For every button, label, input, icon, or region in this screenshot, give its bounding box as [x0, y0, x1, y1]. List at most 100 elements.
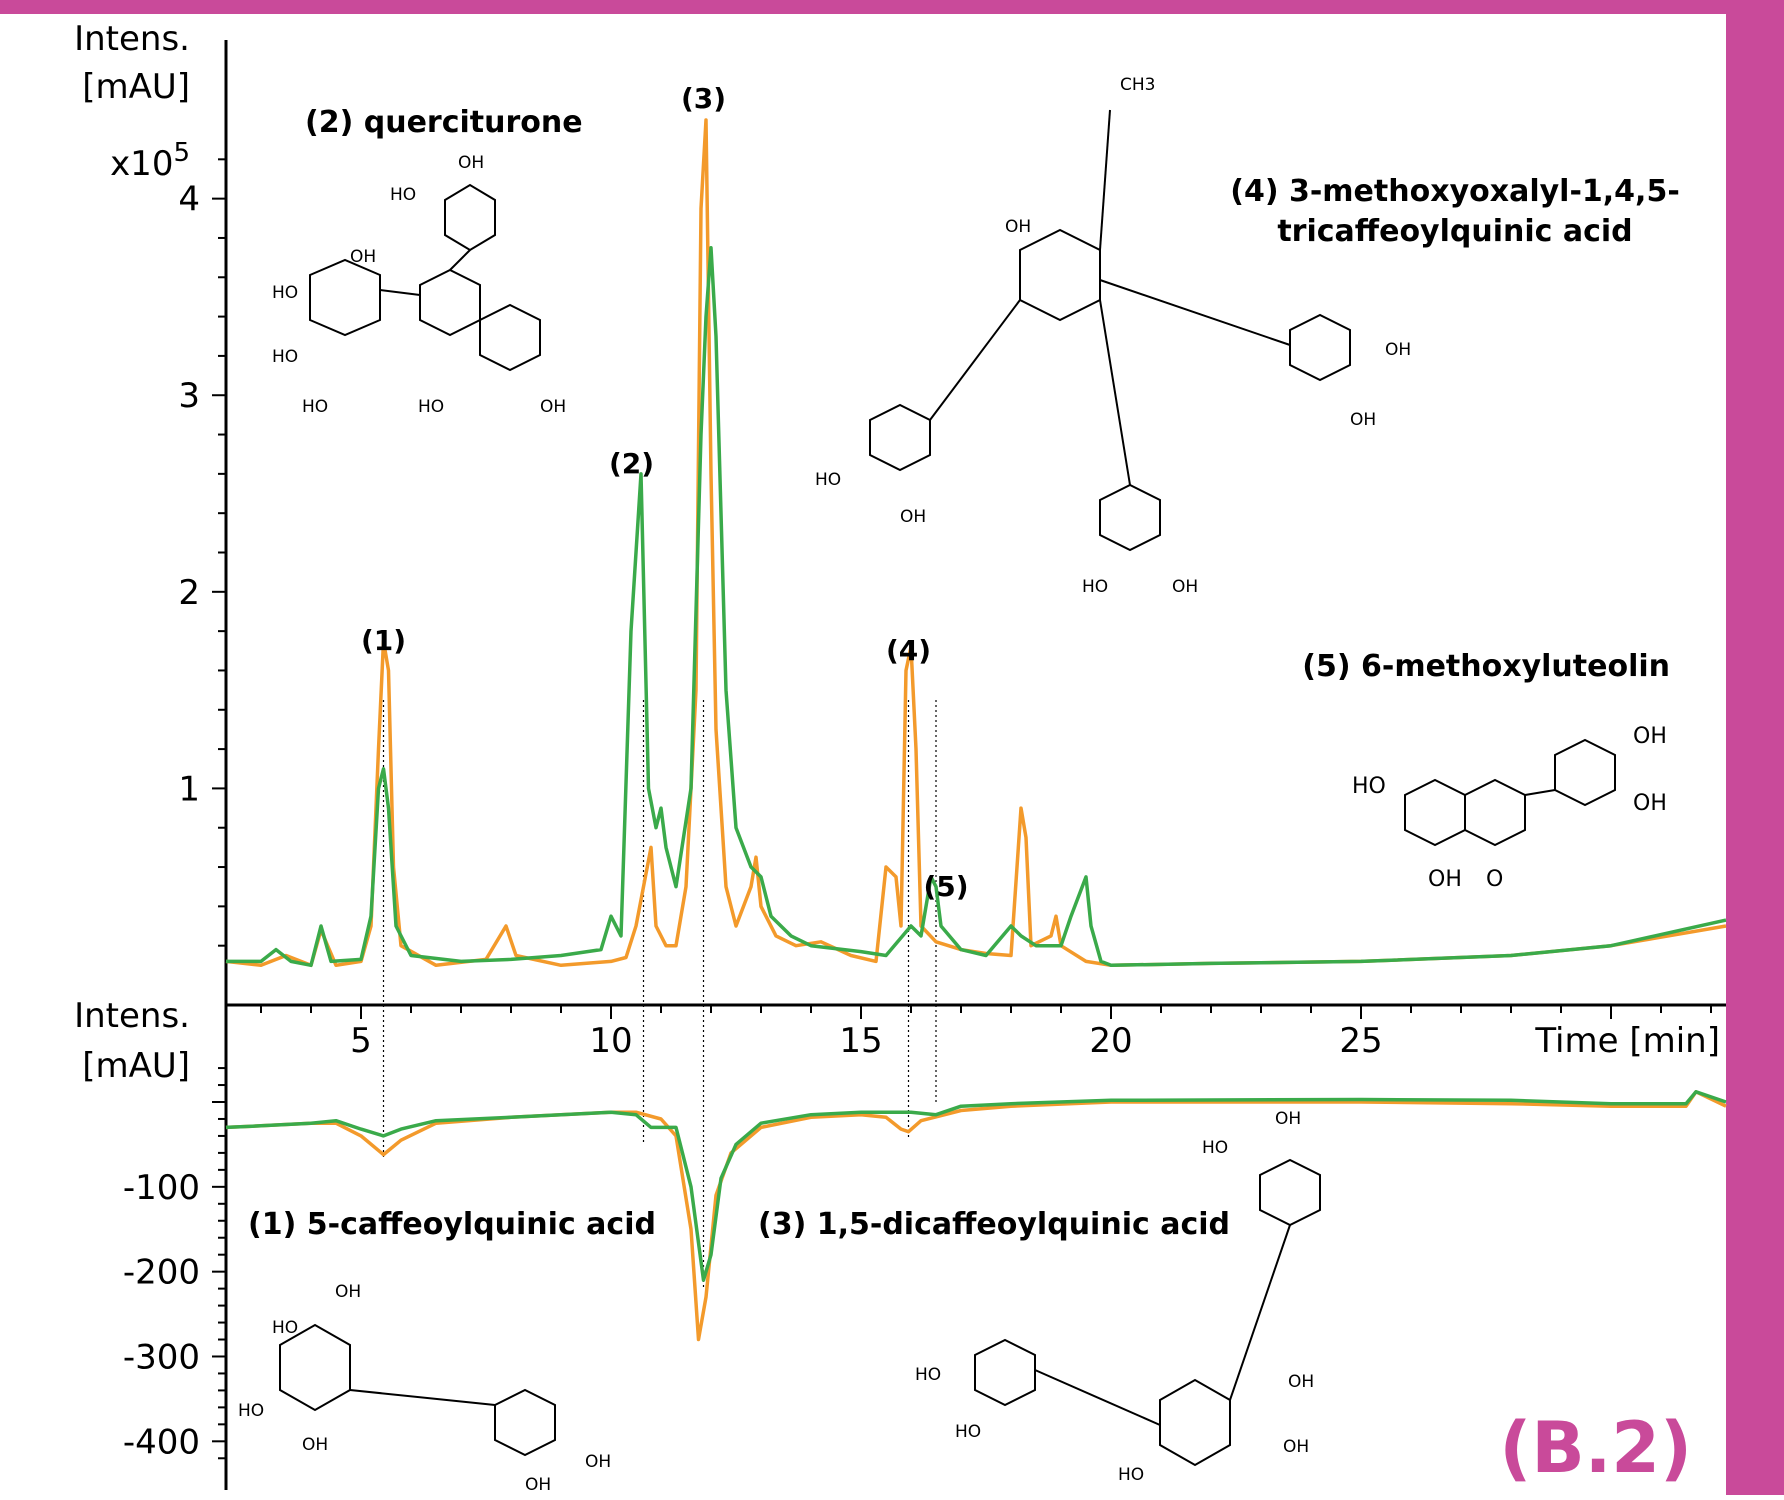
upper-ylabel-line1: Intens.: [74, 19, 190, 59]
structure-tricaffeoylquinic: [869, 109, 1351, 552]
querciturone-ring-b: [444, 183, 496, 252]
peak-label: (4): [886, 634, 931, 667]
upper-ylabel-line2: [mAU]: [82, 67, 190, 107]
structure-dicaffeoylquinic: [974, 1158, 1321, 1467]
upper-ylabel-scale: x105: [110, 138, 190, 184]
lower-green-trace: [225, 1090, 1727, 1282]
frame-top: [0, 0, 1784, 14]
upper-plot-series: [225, 118, 1727, 968]
upper-orange-trace: [225, 118, 1727, 968]
compound-2-name: (2) querciturone: [305, 105, 583, 140]
luteolin-o-bottom: O: [1486, 867, 1503, 892]
querciturone-ho-acid: HO: [302, 397, 328, 417]
querciturone-ho-a: HO: [418, 397, 444, 417]
caffeoylquinic-ho-left: HO: [238, 1401, 264, 1421]
peak-label: (2): [609, 447, 654, 480]
structure-caffeoylquinic: [279, 1323, 556, 1457]
compound-5-name: (5) 6-methoxyluteolin: [1302, 649, 1670, 684]
peak-label: (1): [361, 624, 406, 657]
tricaffeoyl-bond-left: [929, 299, 1021, 421]
querciturone-ho-left: HO: [390, 185, 416, 205]
tricaffeoyl-ring-right: [1289, 313, 1351, 382]
tricaffeoyl-oh-right2: OH: [1350, 410, 1376, 430]
dicaffeoylquinic-quinic-ring: [1159, 1378, 1231, 1467]
caffeoylquinic-oh-acid: OH: [335, 1282, 361, 1302]
peak-label: (5): [923, 870, 968, 903]
tricaffeoyl-oh-acid: OH: [1005, 217, 1031, 237]
querciturone-ring-a: [479, 303, 541, 372]
tricaffeoyl-oh-left: OH: [900, 507, 926, 527]
caffeoylquinic-oh-right: OH: [585, 1452, 611, 1472]
luteolin-oh-ring2: OH: [1633, 791, 1667, 816]
lower-y-tick-label: -200: [123, 1253, 200, 1293]
tricaffeoyl-oh-right1: OH: [1385, 340, 1411, 360]
dicaffeoylquinic-ho-acid: HO: [1118, 1465, 1144, 1485]
compound-3-name: (3) 1,5-dicaffeoylquinic acid: [758, 1207, 1230, 1242]
luteolin-bond: [1524, 789, 1556, 796]
querciturone-ring-c: [419, 268, 481, 337]
querciturone-oh-top: OH: [458, 153, 484, 173]
lower-plot-axes: -100 -200 -300 -400 5 10 15 20 25: [123, 1005, 1712, 1490]
dicaffeoylquinic-bond-left: [1034, 1369, 1161, 1426]
lower-plot-series: [225, 1090, 1727, 1342]
peak-guide-lines: [382, 700, 937, 1290]
lower-y-tick-label: -300: [123, 1337, 200, 1377]
x-tick-label: 25: [1339, 1021, 1382, 1061]
caffeoylquinic-bond: [349, 1389, 496, 1406]
dicaffeoylquinic-oh-r1: OH: [1288, 1372, 1314, 1392]
dicaffeoylquinic-ho-left2: HO: [955, 1422, 981, 1442]
upper-ylabel-exponent: 5: [173, 138, 190, 168]
x-tick-label: 15: [839, 1021, 882, 1061]
peak-labels: (1)(2)(3)(4)(5): [361, 82, 969, 903]
luteolin-oh-bottom: OH: [1428, 867, 1462, 892]
lower-ylabel-line2: [mAU]: [82, 1046, 190, 1086]
xlabel-time: Time [min]: [1534, 1021, 1720, 1061]
structure-querciturone: [309, 183, 541, 372]
compound-4-name-line2: tricaffeoylquinic acid: [1277, 214, 1632, 249]
dicaffeoylquinic-ring-left: [974, 1338, 1036, 1407]
querciturone-bond-1: [449, 249, 471, 271]
dicaffeoylquinic-bond-top: [1229, 1224, 1291, 1401]
caffeoylquinic-oh-bottom: OH: [302, 1435, 328, 1455]
upper-green-trace: [226, 246, 1727, 968]
tricaffeoyl-ch3: CH3: [1120, 75, 1155, 95]
tricaffeoyl-quinic-ring: [1019, 228, 1101, 322]
lower-y-tick-label: -100: [123, 1168, 200, 1208]
frame-right-inner: [1726, 14, 1732, 1495]
tricaffeoyl-ring-left: [869, 403, 931, 472]
dicaffeoylquinic-ring-top: [1259, 1158, 1321, 1227]
x-tick-label: 20: [1089, 1021, 1132, 1061]
tricaffeoyl-bond-bottom: [1099, 299, 1131, 486]
x-tick-label: 10: [589, 1021, 632, 1061]
compound-4-name-line1: (4) 3-methoxyoxalyl-1,4,5-: [1230, 174, 1680, 209]
querciturone-bond-2: [379, 289, 421, 296]
tricaffeoyl-ho-bottom: HO: [1082, 577, 1108, 597]
caffeoylquinic-ho-top: HO: [272, 1318, 298, 1338]
dicaffeoylquinic-ho-top: HO: [1202, 1138, 1228, 1158]
frame-right: [1732, 0, 1784, 1495]
tricaffeoyl-ring-bottom: [1099, 483, 1161, 552]
upper-y-tick-label: 1: [178, 769, 200, 809]
tricaffeoyl-bond-right: [1099, 279, 1291, 346]
dicaffeoylquinic-oh-r2: OH: [1283, 1437, 1309, 1457]
lower-ylabel-line1: Intens.: [74, 996, 190, 1036]
compound-1-name: (1) 5-caffeoylquinic acid: [248, 1207, 656, 1242]
luteolin-ring-b: [1554, 738, 1616, 807]
caffeoylquinic-oh-bottom2: OH: [525, 1475, 551, 1495]
luteolin-ring-a: [1404, 778, 1466, 847]
luteolin-ho: HO: [1352, 774, 1386, 799]
dicaffeoylquinic-ho-left1: HO: [915, 1365, 941, 1385]
x-tick-label: 5: [350, 1021, 372, 1061]
querciturone-ho-sugar1: HO: [272, 283, 298, 303]
tricaffeoyl-oh-bottom: OH: [1172, 577, 1198, 597]
upper-y-tick-label: 4: [178, 180, 200, 220]
querciturone-ring-sugar: [309, 258, 381, 337]
caffeoylquinic-caffeoyl-ring: [494, 1388, 556, 1457]
tricaffeoyl-bond-top: [1099, 109, 1111, 251]
querciturone-oh-a: OH: [540, 397, 566, 417]
lower-y-tick-label: -400: [123, 1422, 200, 1462]
querciturone-oh-sugar: OH: [350, 247, 376, 267]
